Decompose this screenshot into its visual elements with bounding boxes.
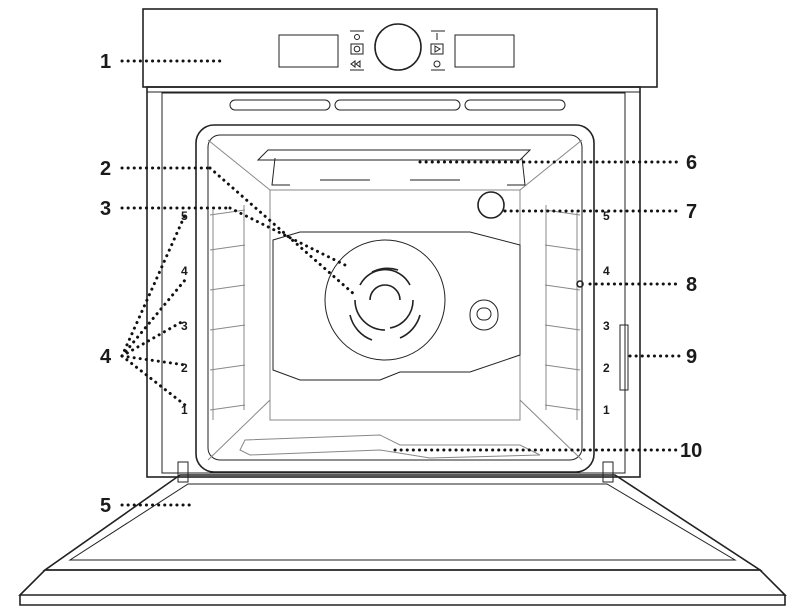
callout-5: 5 (100, 495, 111, 517)
timer-icon[interactable] (431, 60, 445, 71)
shelf-level-4-right: 4 (603, 264, 610, 278)
control-panel (142, 8, 658, 88)
shelf-level-5-right: 5 (603, 209, 610, 223)
left-hinge (177, 461, 189, 483)
top-heating-element (256, 149, 532, 186)
callout-4: 4 (100, 346, 112, 368)
oven-frame (146, 86, 641, 478)
oven-cavity (195, 124, 595, 473)
control-knob[interactable] (374, 23, 422, 71)
vent-center (334, 99, 461, 111)
left-rack-rails (209, 205, 246, 420)
right-rack-rails (544, 205, 581, 420)
shelf-level-3-left: 3 (181, 319, 188, 333)
shelf-level-3-right: 3 (603, 319, 610, 333)
callout-1: 1 (100, 51, 111, 73)
lamp-icon (477, 191, 505, 219)
rating-plate (619, 324, 629, 391)
vent-left (229, 99, 331, 111)
bottom-heating-element (239, 434, 541, 459)
callout-2: 2 (100, 158, 111, 180)
back-icon[interactable] (350, 60, 364, 71)
fan-icon (324, 239, 446, 361)
callout-10: 10 (680, 440, 702, 462)
start-icon[interactable] (430, 43, 444, 55)
callout-9: 9 (686, 346, 697, 368)
callout-3: 3 (100, 198, 111, 220)
callout-8: 8 (686, 274, 697, 296)
right-display (454, 34, 515, 68)
callout-7: 7 (686, 201, 697, 223)
callout-labels: 1 2 3 4 5 6 7 8 9 10 (100, 51, 702, 517)
temperature-icon[interactable] (431, 30, 445, 40)
shelf-level-5-left: 5 (181, 209, 188, 223)
shelf-level-4-left: 4 (181, 264, 188, 278)
left-display (278, 34, 339, 68)
shelf-level-1-left: 1 (181, 403, 188, 417)
leader-lines (120, 59, 682, 507)
shelf-level-2-right: 2 (603, 361, 610, 375)
lamp-icon (350, 30, 364, 40)
right-shelf-levels: 5 4 3 2 1 (603, 209, 610, 417)
left-shelf-levels: 5 4 3 2 1 (181, 209, 188, 417)
oven-door (18, 461, 787, 606)
callout-6: 6 (686, 152, 697, 174)
right-hinge (602, 461, 614, 483)
shelf-level-2-left: 2 (181, 361, 188, 375)
fan-cover-panel (272, 231, 521, 381)
light-bulb-cover (469, 299, 499, 331)
vent-right (464, 99, 566, 111)
shelf-level-1-right: 1 (603, 403, 610, 417)
power-icon[interactable] (350, 43, 364, 55)
sensor-icon (576, 280, 584, 288)
